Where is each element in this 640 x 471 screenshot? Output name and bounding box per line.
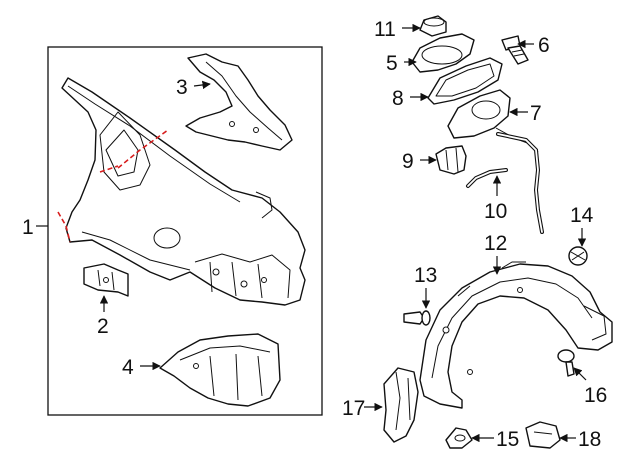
push-pin-part-13[interactable] bbox=[403, 310, 431, 326]
bracket-part-18[interactable] bbox=[525, 421, 561, 449]
lower-panel-part-4[interactable] bbox=[159, 333, 281, 407]
callout-5: 5 bbox=[386, 52, 398, 75]
callout-11: 11 bbox=[374, 18, 396, 41]
cut-line-upper bbox=[117, 129, 169, 169]
callout-4: 4 bbox=[122, 356, 134, 379]
wheelhouse-liner-part-12[interactable] bbox=[419, 261, 613, 409]
housing-part-5[interactable] bbox=[411, 33, 475, 73]
callout-18: 18 bbox=[578, 428, 601, 451]
callout-9: 9 bbox=[402, 150, 414, 173]
actuator-part-9[interactable] bbox=[435, 145, 467, 175]
clip-part-16[interactable] bbox=[557, 349, 575, 377]
quarter-panel[interactable] bbox=[61, 77, 306, 306]
cut-line-middle bbox=[99, 165, 119, 173]
drain-tube-inner bbox=[497, 133, 543, 233]
callout-1: 1 bbox=[22, 216, 34, 239]
callout-12: 12 bbox=[484, 232, 507, 255]
callout-3: 3 bbox=[176, 76, 188, 99]
bracket-part-2[interactable] bbox=[83, 263, 129, 297]
callout-8: 8 bbox=[392, 87, 404, 110]
callout-13: 13 bbox=[414, 264, 437, 287]
leader-16 bbox=[573, 367, 587, 381]
cap-part-11[interactable] bbox=[419, 15, 447, 37]
gasket-part-8[interactable] bbox=[427, 57, 503, 105]
leader-3 bbox=[193, 80, 211, 90]
part1-group-box bbox=[47, 46, 323, 416]
splash-shield-part-17[interactable] bbox=[383, 367, 419, 443]
callout-6: 6 bbox=[538, 34, 550, 57]
fuel-door-housing-part-7[interactable] bbox=[447, 89, 539, 153]
callout-7: 7 bbox=[530, 102, 542, 125]
callout-17: 17 bbox=[342, 397, 365, 420]
pillar-reinforcement-part-3[interactable] bbox=[185, 53, 293, 151]
callout-2: 2 bbox=[97, 315, 109, 338]
callout-15: 15 bbox=[496, 428, 519, 451]
hose-part-10-inner bbox=[467, 169, 507, 187]
callout-10: 10 bbox=[484, 200, 507, 223]
clip-part-15[interactable] bbox=[445, 427, 473, 449]
bolt-part-6[interactable] bbox=[501, 35, 529, 65]
cut-line-lower bbox=[57, 211, 71, 243]
callout-16: 16 bbox=[584, 384, 607, 407]
plug-part-14[interactable] bbox=[568, 246, 588, 266]
callout-14: 14 bbox=[570, 204, 594, 227]
